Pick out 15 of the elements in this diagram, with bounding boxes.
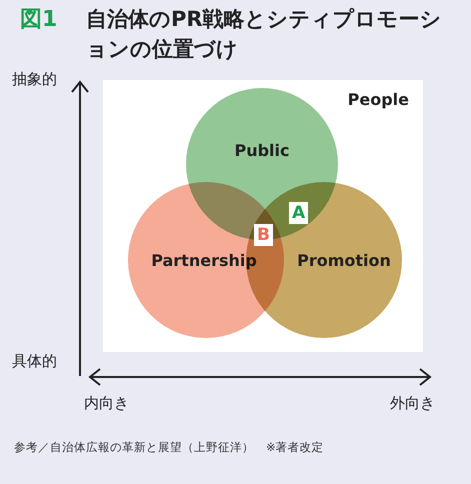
region-marker: A (289, 202, 308, 224)
region-marker: B (254, 224, 273, 246)
figure-title: 自治体のPR戦略とシティプロモーションの位置づけ (86, 6, 443, 63)
axis-label: 抽象的 (12, 70, 57, 89)
venn-title: People (348, 90, 409, 109)
axis-label: 内向き (84, 394, 129, 413)
venn-panel (103, 80, 423, 352)
footnote: ※著者改定 (266, 440, 324, 454)
figure-number: 図1 (20, 6, 58, 34)
circle-label: Promotion (297, 250, 391, 270)
footnote: 参考／自治体広報の革新と展望（上野征洋） (14, 440, 254, 454)
circle-label: Public (234, 140, 290, 160)
circle-label: Partnership (151, 250, 257, 270)
axis-label: 外向き (390, 394, 435, 413)
axis-label: 具体的 (12, 352, 57, 371)
